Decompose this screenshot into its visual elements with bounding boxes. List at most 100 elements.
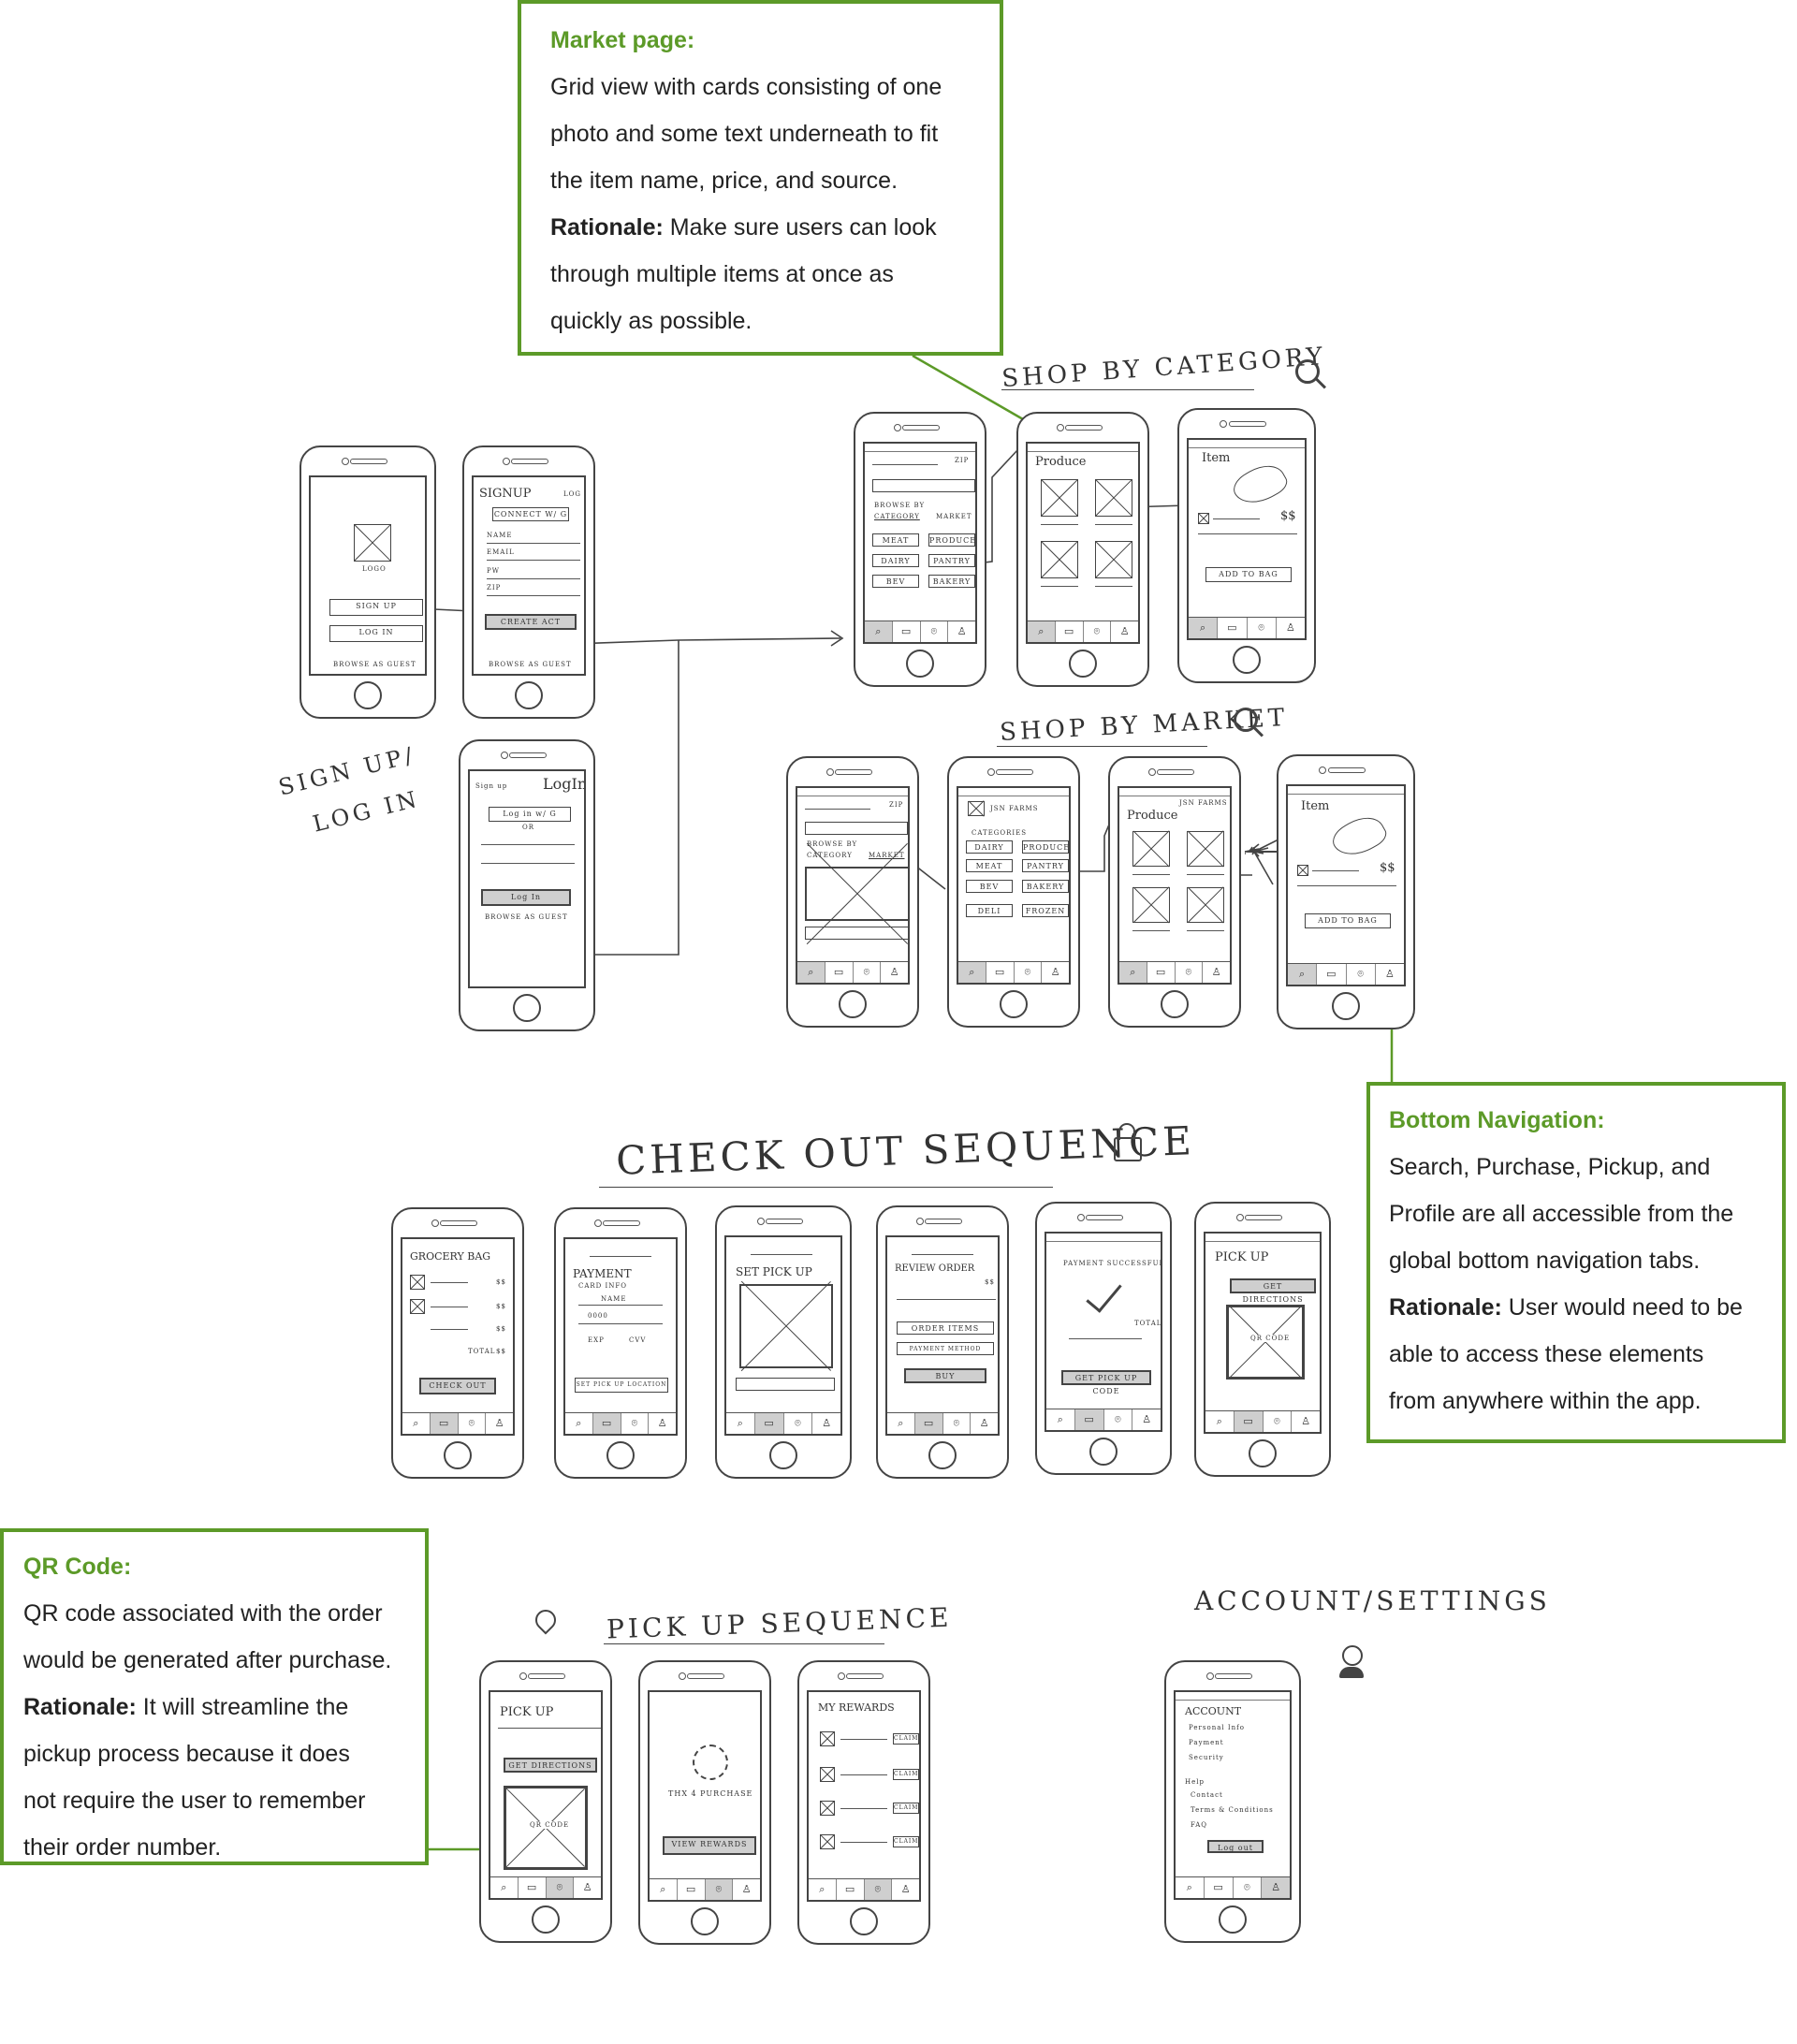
login-button[interactable]: Log In xyxy=(481,889,571,906)
tab-profile[interactable]: ♙ xyxy=(657,1417,667,1429)
search-bar[interactable] xyxy=(872,479,975,492)
category-frozen[interactable]: FROZEN xyxy=(1022,904,1069,917)
email-field[interactable] xyxy=(487,560,580,562)
tab-profile[interactable]: ♙ xyxy=(889,966,899,978)
category-meat[interactable]: MEAT xyxy=(966,859,1013,872)
account-item[interactable]: Personal Info xyxy=(1189,1724,1245,1731)
tab-bag[interactable]: ▭ xyxy=(893,621,921,642)
tab-profile[interactable]: ♙ xyxy=(822,1417,832,1429)
tab-search[interactable]: ⌕ xyxy=(1288,964,1318,985)
tab-bag[interactable]: ▭ xyxy=(914,1413,943,1434)
name-field[interactable] xyxy=(487,543,580,545)
help-item[interactable]: Terms & Conditions xyxy=(1191,1806,1274,1814)
tab-search[interactable]: ⌕ xyxy=(865,621,893,642)
market-tab[interactable]: MARKET xyxy=(936,513,972,520)
claim-button[interactable]: CLAIM xyxy=(893,1733,919,1745)
tab-profile[interactable]: ♙ xyxy=(957,625,967,637)
tab-bag[interactable]: ▭ xyxy=(519,1877,547,1898)
tab-bag[interactable]: ▭ xyxy=(1074,1409,1104,1430)
tab-profile[interactable]: ♙ xyxy=(1119,625,1130,637)
order-items-row[interactable]: ORDER ITEMS xyxy=(897,1321,994,1335)
tab-search[interactable]: ⌕ xyxy=(797,962,825,983)
browse-as-guest-link[interactable]: BROWSE AS GUEST xyxy=(333,661,416,668)
tab-search[interactable]: ⌕ xyxy=(958,962,986,983)
log-out-button[interactable]: Log out xyxy=(1207,1840,1264,1853)
tab-pickup[interactable]: ⌾ xyxy=(1084,621,1112,642)
tab-pickup[interactable]: ⌾ xyxy=(1234,1877,1263,1898)
category-tab[interactable]: CATEGORY xyxy=(874,513,920,520)
browse-as-guest-link[interactable]: BROWSE AS GUEST xyxy=(489,661,572,668)
tab-pickup[interactable]: ⌾ xyxy=(864,1879,893,1900)
tab-search[interactable]: ⌕ xyxy=(887,1413,915,1434)
log-in-button[interactable]: LOG IN xyxy=(329,625,423,642)
name-field[interactable] xyxy=(578,1305,663,1307)
pickup-location-field[interactable] xyxy=(736,1378,835,1391)
login-link[interactable]: LOG IN xyxy=(563,490,584,498)
tab-bag[interactable]: ▭ xyxy=(754,1413,784,1434)
tab-profile[interactable]: ♙ xyxy=(1301,1415,1311,1427)
category-bev[interactable]: BEV xyxy=(872,575,919,588)
tab-pickup[interactable]: ⌾ xyxy=(705,1879,734,1900)
tab-pickup[interactable]: ⌾ xyxy=(854,962,882,983)
claim-button[interactable]: CLAIM xyxy=(893,1836,919,1847)
tab-bag[interactable]: ▭ xyxy=(1317,964,1347,985)
browse-as-guest-link[interactable]: BROWSE AS GUEST xyxy=(485,913,568,921)
tab-search[interactable]: ⌕ xyxy=(490,1877,519,1898)
tab-search[interactable]: ⌕ xyxy=(650,1879,678,1900)
tab-profile[interactable]: ♙ xyxy=(979,1417,989,1429)
market-tab[interactable]: MARKET xyxy=(869,852,905,859)
tab-pickup[interactable]: ⌾ xyxy=(943,1413,972,1434)
category-produce[interactable]: PRODUCE xyxy=(928,533,975,547)
pickup-map[interactable] xyxy=(739,1284,833,1368)
tab-bag[interactable]: ▭ xyxy=(1234,1411,1264,1432)
category-bev[interactable]: BEV xyxy=(966,880,1013,893)
tab-pickup[interactable]: ⌾ xyxy=(459,1413,487,1434)
tab-bag[interactable]: ▭ xyxy=(1205,1877,1234,1898)
tab-pickup[interactable]: ⌾ xyxy=(1347,964,1376,985)
category-dairy[interactable]: DAIRY xyxy=(872,554,919,567)
signup-link[interactable]: Sign up xyxy=(475,782,508,790)
tab-bag[interactable]: ▭ xyxy=(1056,621,1084,642)
create-account-button[interactable]: CREATE ACT xyxy=(485,614,577,630)
tab-search[interactable]: ⌕ xyxy=(1189,618,1219,638)
tab-pickup[interactable]: ⌾ xyxy=(1176,962,1204,983)
tab-profile[interactable]: ♙ xyxy=(582,1881,592,1893)
tab-profile[interactable]: ♙ xyxy=(900,1883,911,1895)
buy-button[interactable]: BUY xyxy=(904,1368,986,1383)
password-field[interactable] xyxy=(481,863,575,865)
tab-profile[interactable]: ♙ xyxy=(1384,968,1395,980)
tab-pickup[interactable]: ⌾ xyxy=(784,1413,813,1434)
tab-profile[interactable]: ♙ xyxy=(494,1417,504,1429)
get-pickup-code-button[interactable]: GET PICK UP CODE xyxy=(1061,1370,1151,1395)
tab-search[interactable]: ⌕ xyxy=(1119,962,1147,983)
view-rewards-button[interactable]: VIEW REWARDS xyxy=(663,1836,756,1855)
get-directions-button[interactable]: GET DIRECTIONS xyxy=(1230,1278,1316,1304)
tab-bag[interactable]: ▭ xyxy=(1147,962,1176,983)
tab-profile[interactable]: ♙ xyxy=(1262,1877,1290,1898)
tab-search[interactable]: ⌕ xyxy=(1176,1877,1205,1898)
market-list-item[interactable] xyxy=(805,927,908,940)
tab-bag[interactable]: ▭ xyxy=(592,1413,621,1434)
claim-button[interactable]: CLAIM xyxy=(893,1769,919,1780)
tab-pickup[interactable]: ⌾ xyxy=(1104,1409,1133,1430)
tab-pickup[interactable]: ⌾ xyxy=(1015,962,1043,983)
tab-pickup[interactable]: ⌾ xyxy=(1264,1411,1293,1432)
login-google-button[interactable]: Log in w/ G xyxy=(489,807,571,822)
tab-pickup[interactable]: ⌾ xyxy=(621,1413,650,1434)
tab-search[interactable]: ⌕ xyxy=(1028,621,1056,642)
add-to-bag-button[interactable]: ADD TO BAG xyxy=(1205,567,1292,582)
zip-field[interactable] xyxy=(487,595,580,597)
category-pantry[interactable]: PANTRY xyxy=(1022,859,1069,872)
category-tab[interactable]: CATEGORY xyxy=(807,852,853,859)
help-item[interactable]: FAQ xyxy=(1191,1821,1208,1829)
claim-button[interactable]: CLAIM xyxy=(893,1803,919,1814)
tab-bag[interactable]: ▭ xyxy=(837,1879,865,1900)
check-out-button[interactable]: CHECK OUT xyxy=(419,1378,496,1394)
tab-search[interactable]: ⌕ xyxy=(809,1879,837,1900)
help-item[interactable]: Contact xyxy=(1191,1791,1223,1799)
category-deli[interactable]: DELI xyxy=(966,904,1013,917)
set-pickup-location-button[interactable]: SET PICK UP LOCATION xyxy=(575,1378,668,1393)
tab-bag[interactable]: ▭ xyxy=(986,962,1015,983)
tab-bag[interactable]: ▭ xyxy=(678,1879,706,1900)
tab-search[interactable]: ⌕ xyxy=(402,1413,431,1434)
